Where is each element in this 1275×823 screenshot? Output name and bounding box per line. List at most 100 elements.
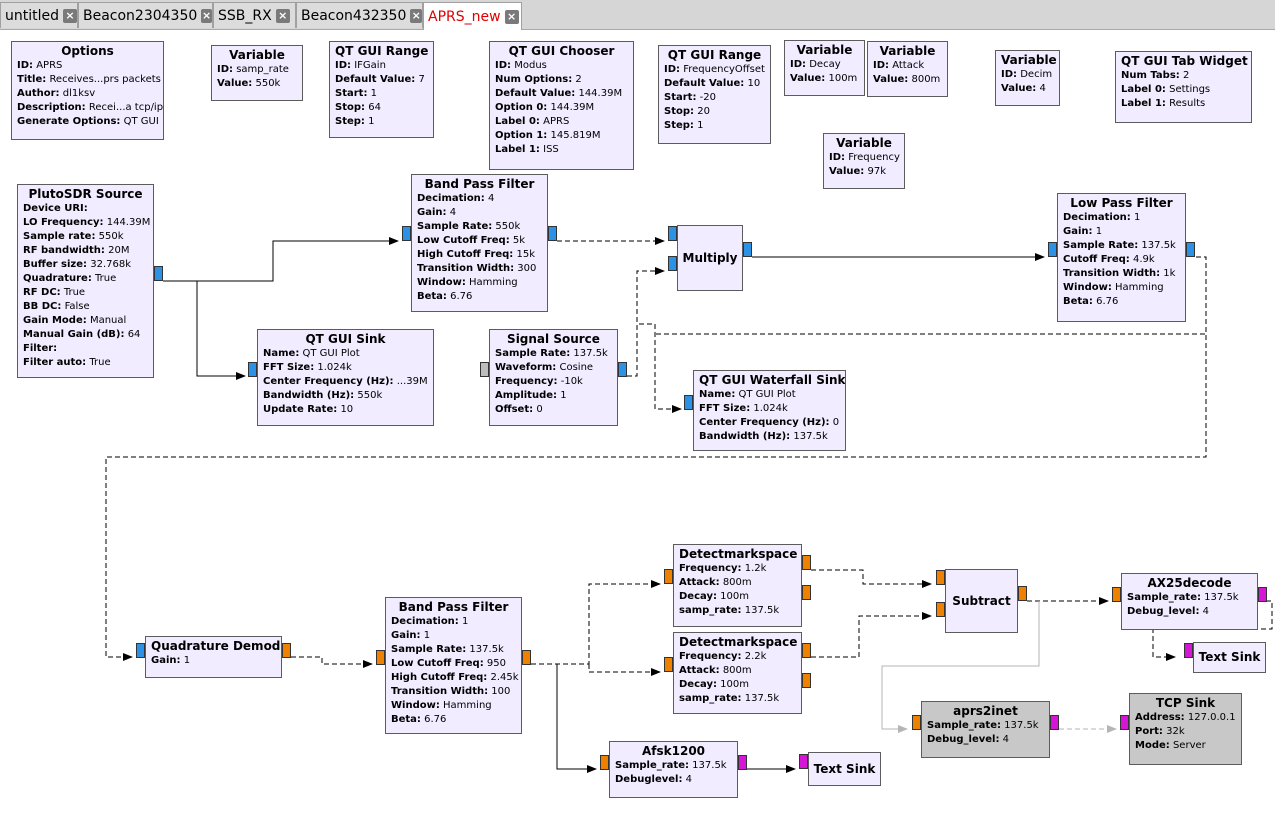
- block-param: Debug_level: 4: [1127, 605, 1252, 619]
- tab-beacon2304350[interactable]: Beacon2304350 ×: [78, 2, 213, 28]
- close-icon[interactable]: ×: [275, 8, 290, 23]
- tab-untitled[interactable]: untitled ×: [0, 2, 78, 28]
- param-key: Quadrature:: [23, 273, 92, 284]
- input-port[interactable]: [668, 226, 677, 241]
- output-port[interactable]: [802, 673, 811, 688]
- output-port[interactable]: [802, 585, 811, 600]
- block-param: Center Frequency (Hz): 0: [699, 416, 840, 430]
- input-port[interactable]: [1048, 242, 1057, 257]
- output-port[interactable]: [1018, 586, 1027, 601]
- output-port[interactable]: [802, 643, 811, 658]
- param-key: Option 0:: [495, 102, 548, 113]
- close-icon[interactable]: ×: [201, 8, 212, 23]
- close-icon[interactable]: ×: [63, 8, 77, 23]
- output-port[interactable]: [802, 555, 811, 570]
- input-port[interactable]: [600, 755, 609, 770]
- close-icon[interactable]: ×: [410, 8, 422, 23]
- param-key: Label 0:: [495, 116, 540, 127]
- block-param: Gain: 4: [417, 206, 542, 220]
- param-value: 1: [423, 630, 431, 641]
- param-key: Bandwidth (Hz):: [699, 431, 791, 442]
- output-port[interactable]: [1186, 242, 1195, 257]
- input-port[interactable]: [480, 362, 489, 377]
- block-multiply[interactable]: Multiply: [677, 225, 743, 291]
- input-port[interactable]: [1120, 715, 1129, 730]
- param-value: 0: [536, 404, 543, 415]
- input-port[interactable]: [1112, 587, 1121, 602]
- input-port[interactable]: [376, 650, 385, 665]
- block-param: Bandwidth (Hz): 550k: [263, 389, 428, 403]
- param-value: 97k: [867, 166, 886, 177]
- block-textsink2[interactable]: Text Sink: [808, 752, 881, 786]
- param-value: 4.9k: [1132, 254, 1155, 265]
- input-port[interactable]: [799, 754, 808, 769]
- block-title: Detectmarkspace: [679, 547, 798, 561]
- output-port[interactable]: [618, 362, 627, 377]
- block-subtract[interactable]: Subtract: [945, 569, 1018, 633]
- block-title: QT GUI Chooser: [508, 44, 615, 58]
- output-port[interactable]: [154, 266, 163, 281]
- output-port[interactable]: [522, 650, 531, 665]
- input-port[interactable]: [912, 715, 921, 730]
- param-key: Sample rate:: [23, 231, 96, 242]
- tab-label: Beacon432350: [301, 7, 407, 24]
- input-port[interactable]: [936, 570, 945, 585]
- block-param: Sample_rate: 137.5k: [615, 759, 732, 773]
- param-key: High Cutoff Freq:: [417, 249, 514, 260]
- output-port[interactable]: [738, 755, 747, 770]
- input-port[interactable]: [664, 657, 673, 672]
- output-port[interactable]: [1050, 715, 1059, 730]
- output-port[interactable]: [282, 643, 291, 658]
- input-port[interactable]: [684, 395, 693, 410]
- input-port[interactable]: [664, 569, 673, 584]
- block-textsink1[interactable]: Text Sink: [1193, 642, 1266, 673]
- tab-beacon432350[interactable]: Beacon432350 ×: [296, 2, 423, 28]
- input-port[interactable]: [668, 256, 677, 271]
- param-value: 127.0.0.1: [1187, 712, 1236, 723]
- param-key: Transition Width:: [417, 263, 515, 274]
- close-icon[interactable]: ×: [504, 9, 519, 24]
- block-param: Label 0: APRS: [495, 115, 628, 129]
- input-port[interactable]: [1184, 643, 1193, 658]
- param-value: 4: [1039, 83, 1046, 94]
- block-param: Option 1: 145.819M: [495, 129, 628, 143]
- input-port[interactable]: [248, 362, 257, 377]
- block-param: Address: 127.0.0.1: [1135, 711, 1236, 725]
- block-param: Value: 800m: [873, 73, 942, 87]
- input-port[interactable]: [936, 602, 945, 617]
- input-port[interactable]: [136, 643, 145, 658]
- input-port[interactable]: [402, 226, 411, 241]
- param-key: ID:: [664, 64, 681, 75]
- flowgraph-canvas[interactable]: [0, 30, 1275, 823]
- block-param: Beta: 6.76: [417, 290, 542, 304]
- output-port[interactable]: [1258, 587, 1267, 602]
- tab-aprs-new[interactable]: APRS_new ×: [423, 2, 522, 30]
- output-port[interactable]: [548, 226, 557, 241]
- output-port[interactable]: [743, 242, 752, 257]
- tab-ssb-rx[interactable]: SSB_RX ×: [213, 2, 296, 28]
